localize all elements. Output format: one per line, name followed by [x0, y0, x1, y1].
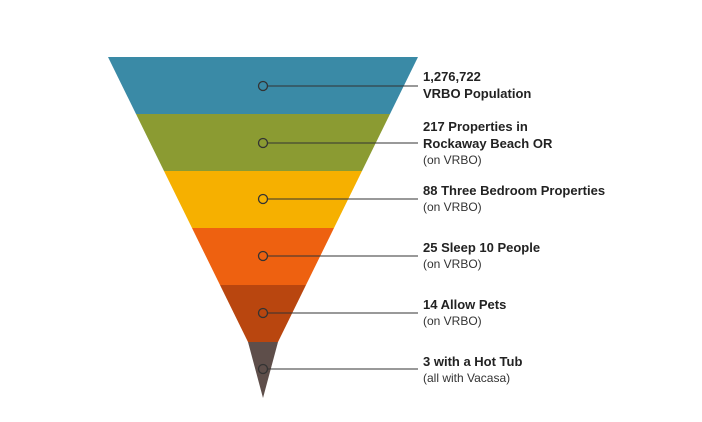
level-label-6: 3 with a Hot Tub (all with Vacasa) [423, 353, 693, 387]
level-label-4: 25 Sleep 10 People (on VRBO) [423, 239, 693, 273]
level-label-1: 1,276,722 VRBO Population [423, 68, 693, 102]
level-title: 25 Sleep 10 People [423, 240, 541, 255]
level-label-3: 88 Three Bedroom Properties (on VRBO) [423, 182, 693, 216]
funnel-band-1 [108, 57, 418, 114]
marker-dot-4 [257, 250, 269, 262]
level-title: 217 Properties in Rockaway Beach OR [423, 119, 553, 151]
level-label-2: 217 Properties in Rockaway Beach OR (on … [423, 118, 693, 169]
level-title: 88 Three Bedroom Properties [423, 183, 606, 198]
funnel-band-3 [164, 171, 362, 228]
marker-dot-3 [257, 193, 269, 205]
level-subtitle: (on VRBO) [423, 153, 482, 167]
level-title: 1,276,722 VRBO Population [423, 69, 532, 101]
marker-dot-6 [257, 363, 269, 375]
level-label-5: 14 Allow Pets (on VRBO) [423, 296, 693, 330]
funnel-band-4 [192, 228, 334, 285]
level-subtitle: (on VRBO) [423, 314, 482, 328]
marker-dot-1 [257, 80, 269, 92]
marker-dot-5 [257, 307, 269, 319]
level-subtitle: (on VRBO) [423, 257, 482, 271]
marker-dot-2 [257, 137, 269, 149]
level-subtitle: (on VRBO) [423, 200, 482, 214]
level-subtitle: (all with Vacasa) [423, 371, 511, 385]
level-title: 3 with a Hot Tub [423, 354, 523, 369]
funnel-band-2 [136, 114, 390, 171]
funnel-band-5 [220, 285, 306, 342]
level-title: 14 Allow Pets [423, 297, 507, 312]
funnel-band-6 [248, 342, 278, 398]
